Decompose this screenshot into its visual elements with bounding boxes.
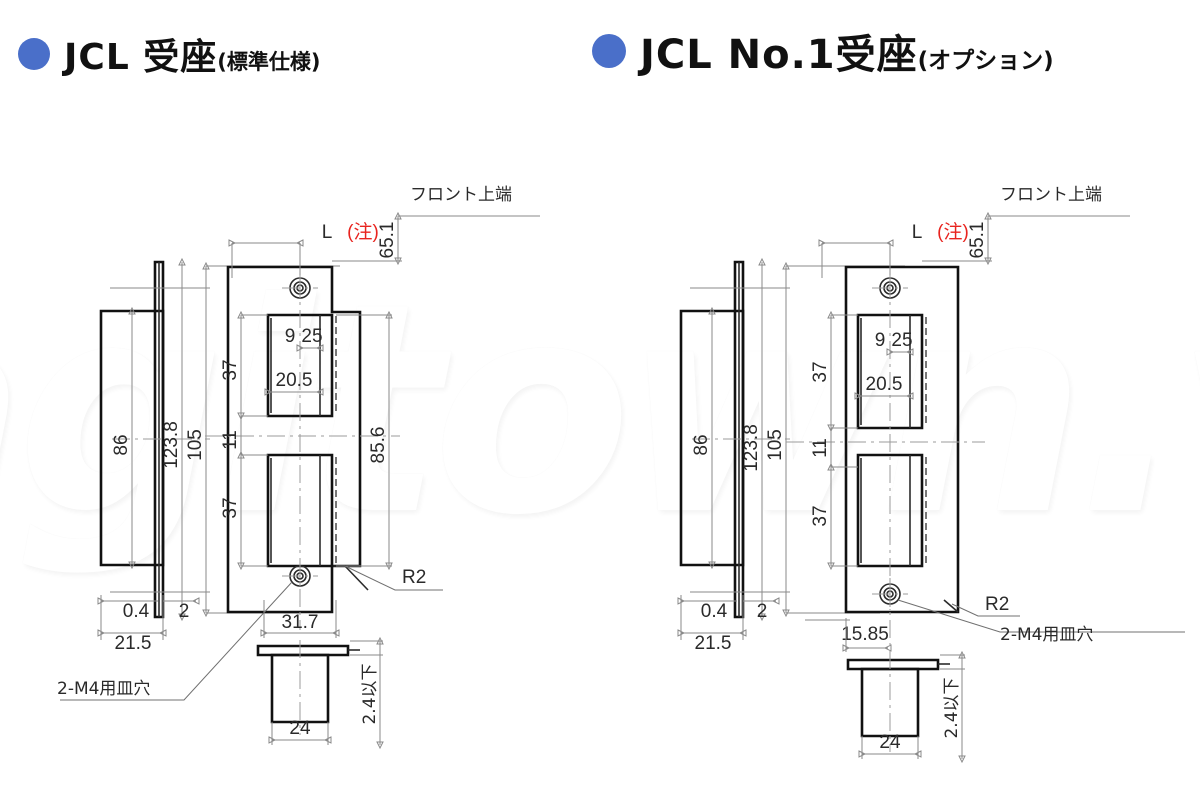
- dim-0-4-2-21-5: 0.4 2 21.5: [97, 595, 200, 654]
- dim-86: 86: [691, 306, 716, 570]
- dim-21-5-label: 21.5: [695, 633, 732, 654]
- dim-depth-label: 2.4以下: [360, 663, 380, 724]
- detail-bushing-view: 24 2.4以下: [846, 620, 966, 764]
- dim-65-1-label: 65.1: [377, 222, 398, 259]
- dim-123-8-label: 123.8: [161, 421, 182, 469]
- r2-callout: R2: [344, 565, 443, 591]
- dim-L-label: L: [322, 222, 333, 243]
- drawing-jcl-no1: 86 123.8 105: [677, 185, 1185, 764]
- front-top-label: フロント上端: [1000, 185, 1102, 205]
- dim-24: 24: [858, 732, 922, 759]
- blue-dot-icon: [592, 34, 626, 68]
- lower-cutout: [266, 453, 337, 568]
- heading-main-text: JCL 受座: [64, 37, 218, 78]
- dim-2-label: 2: [757, 601, 768, 622]
- front-top-label: フロント上端: [410, 185, 512, 205]
- heading-sub-text: (標準仕様): [217, 50, 321, 74]
- headings-row: JCL 受座 (標準仕様) JCL No.1受座 (オプション): [0, 0, 1200, 100]
- dim-2-label: 2: [179, 601, 190, 622]
- dim-105-label: 105: [185, 429, 206, 461]
- dim-65-1-label: 65.1: [967, 222, 988, 259]
- r2-label: R2: [985, 594, 1009, 615]
- countersink-callout: 2-M4用皿穴: [57, 581, 293, 701]
- dim-86-label: 86: [111, 434, 132, 455]
- dim-11-label: 11: [810, 438, 831, 458]
- dim-L: L (注): [818, 221, 969, 278]
- dim-123-8-label: 123.8: [741, 424, 762, 472]
- dim-24: 24: [268, 718, 332, 745]
- dim-11-label: 11: [220, 430, 241, 450]
- dim-37-top-label: 37: [810, 361, 831, 382]
- dim-chain-37-11-37: 37 11 37: [810, 310, 858, 571]
- dim-37-bottom-label: 37: [810, 505, 831, 526]
- dim-20-5: 20.5: [854, 374, 914, 400]
- dim-0-4-label: 0.4: [123, 601, 150, 622]
- dim-0-4-2-21-5: 0.4 2 21.5: [677, 595, 780, 654]
- dim-9-label: 9: [285, 326, 296, 347]
- dim-9-label: 9: [875, 330, 886, 351]
- dim-20-5-label: 20.5: [276, 370, 313, 391]
- dim-86: 86: [111, 306, 136, 570]
- heading-main-text: JCL No.1受座: [640, 32, 918, 78]
- dim-123-8: 123.8: [741, 257, 766, 622]
- dim-85-6-label: 85.6: [368, 427, 389, 464]
- dim-25-label: 25: [301, 326, 322, 347]
- dim-20-5-label: 20.5: [866, 374, 903, 395]
- dim-31-7-label: 31.7: [282, 612, 319, 633]
- strike-plate-front-view: [226, 265, 369, 614]
- dim-21-5-label: 21.5: [115, 633, 152, 654]
- heading-jcl-standard: JCL 受座 (標準仕様): [18, 28, 321, 80]
- countersink-callout: 2-M4用皿穴: [897, 599, 1185, 645]
- dim-L-label: L: [912, 222, 923, 243]
- dim-depth: 2.4以下: [940, 650, 966, 764]
- dim-86-label: 86: [691, 434, 712, 455]
- dim-9-25: 9 25: [875, 330, 914, 356]
- dim-L: L (注): [228, 221, 379, 278]
- dim-24-label: 24: [879, 732, 901, 753]
- dim-65-1: 65.1 フロント上端: [332, 185, 540, 266]
- dim-depth-label: 2.4以下: [942, 677, 962, 738]
- dim-20-5: 20.5: [264, 370, 324, 396]
- blue-dot-icon: [18, 38, 50, 70]
- drawing-jcl-standard: 86 123.8 105: [57, 185, 540, 750]
- strike-plate-front-view: [844, 265, 960, 614]
- dim-105-label: 105: [765, 429, 786, 461]
- dim-65-1: 65.1 フロント上端: [922, 185, 1130, 266]
- dim-24-label: 24: [289, 718, 311, 739]
- upper-cutout: [856, 313, 927, 430]
- upper-cutout: [266, 313, 337, 418]
- dim-37-top-label: 37: [220, 359, 241, 380]
- dim-123-8: 123.8: [161, 257, 186, 622]
- detail-bushing-view: 24 2.4以下: [256, 636, 384, 750]
- countersink-label: 2-M4用皿穴: [1000, 625, 1093, 645]
- dim-25-label: 25: [891, 330, 912, 351]
- heading-jcl-no1: JCL No.1受座 (オプション): [592, 22, 1054, 80]
- dim-depth: 2.4以下: [350, 636, 384, 750]
- r2-callout: R2: [951, 594, 1020, 617]
- dim-15-85-label: 15.85: [841, 624, 889, 645]
- dim-85-6: 85.6: [336, 310, 393, 571]
- dim-L-note-label: (注): [347, 221, 379, 243]
- dim-37-bottom-label: 37: [220, 497, 241, 518]
- lower-cutout: [856, 453, 927, 568]
- dim-9-25: 9 25: [285, 326, 324, 352]
- countersink-label: 2-M4用皿穴: [57, 679, 150, 699]
- dim-chain-37-11-37: 37 11 37: [220, 310, 268, 571]
- dim-0-4-label: 0.4: [701, 601, 728, 622]
- r2-label: R2: [402, 567, 426, 588]
- dim-L-note-label: (注): [937, 221, 969, 243]
- dim-15-85: 15.85: [805, 618, 892, 652]
- heading-sub-text: (オプション): [917, 48, 1054, 74]
- dim-31-7: 31.7: [260, 600, 340, 638]
